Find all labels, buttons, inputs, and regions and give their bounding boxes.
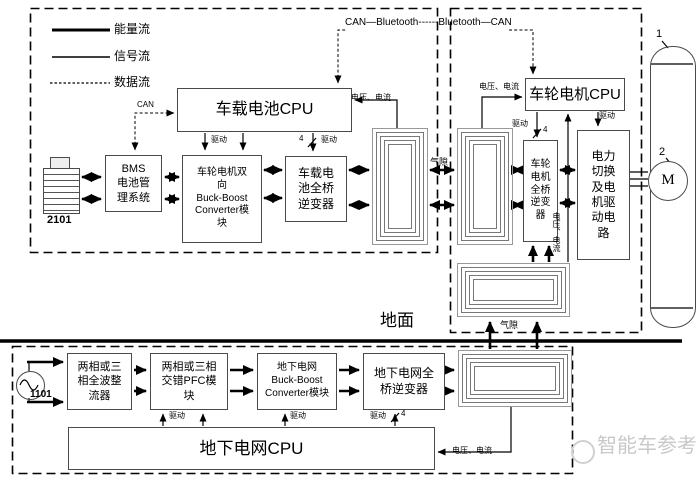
pfc-block: 两相或三相 交错PFC模 块 (150, 353, 228, 410)
battery-icon (43, 168, 80, 214)
motor-circle: M (648, 161, 688, 201)
bms-block: BMS 电池管 理系统 (105, 155, 162, 212)
drive-label: 驱动 (599, 111, 615, 120)
voltage-current-label: 电压、电流 (351, 93, 391, 102)
vehicle-battery-coil (372, 128, 428, 245)
legend-signal-flow-label: 信号流 (114, 49, 151, 63)
underground-cpu-block: 地下电网CPU (68, 427, 435, 470)
wheel-side-coil (457, 128, 513, 245)
four-wire-label: 4 (299, 134, 304, 143)
battery-id-label: 2101 (47, 214, 72, 226)
rectifier-block: 两相或三 相全波整 流器 (67, 353, 132, 410)
voltage-current-label-vertical: 电压、电流 (552, 212, 561, 252)
legend-data-flow-label: 数据流 (114, 75, 151, 89)
drive-label: 驱动 (169, 411, 185, 420)
vehicle-fullbridge-block: 车载电 池全桥 逆变器 (285, 156, 347, 222)
air-gap-label: 气隙 (500, 320, 519, 330)
drive-label: 驱动 (290, 411, 306, 420)
can-label: CAN (137, 100, 154, 109)
vehicle-pickup-coil (457, 263, 570, 317)
can-bluetooth-link-label: CAN—Bluetooth------Bluetooth—CAN (345, 17, 512, 28)
data-lines (131, 29, 537, 151)
battery-cpu-block: 车载电池CPU (177, 88, 352, 132)
drive-label: 驱动 (512, 119, 528, 128)
underground-coil (458, 350, 572, 407)
underground-fullbridge-block: 地下电网全 桥逆变器 (363, 353, 445, 410)
drive-label: 驱动 (321, 135, 337, 144)
watermark-text: 智能车参考 (597, 435, 697, 457)
power-switch-block: 电力 切换 及电 机驱 动电 路 (577, 130, 630, 260)
energy-flow-arrows (27, 165, 576, 407)
underground-buckboost-block: 地下电网 Buck-Boost Converter模块 (257, 353, 337, 410)
wheel-fullbridge-block: 车轮 电机 全桥 逆变 器 (523, 140, 558, 242)
wheel-cpu-block: 车轮电机CPU (525, 78, 625, 111)
motor-number-label: 2 (659, 146, 666, 158)
drive-label: 驱动 (370, 411, 386, 420)
wheel-number-label: 1 (656, 28, 663, 40)
four-wire-label: 4 (401, 409, 406, 418)
watermark-logo-icon (571, 440, 595, 464)
voltage-current-label: 电压、电流 (452, 446, 492, 455)
air-gap-label: 气隙 (430, 157, 449, 167)
vehicle-buckboost-block: 车轮电机双 向 Buck-Boost Converter模 块 (182, 155, 262, 243)
ac-source-id-label: 1101 (30, 389, 52, 400)
drive-label: 驱动 (211, 135, 227, 144)
voltage-current-label: 电压、电流 (479, 82, 519, 91)
legend-energy-flow-label: 能量流 (114, 22, 151, 36)
ground-label: 地面 (380, 311, 414, 330)
ac-source-icon (16, 371, 45, 400)
legend-lines (50, 28, 110, 84)
battery-cap (50, 157, 70, 169)
four-wire-label: 4 (543, 125, 548, 134)
